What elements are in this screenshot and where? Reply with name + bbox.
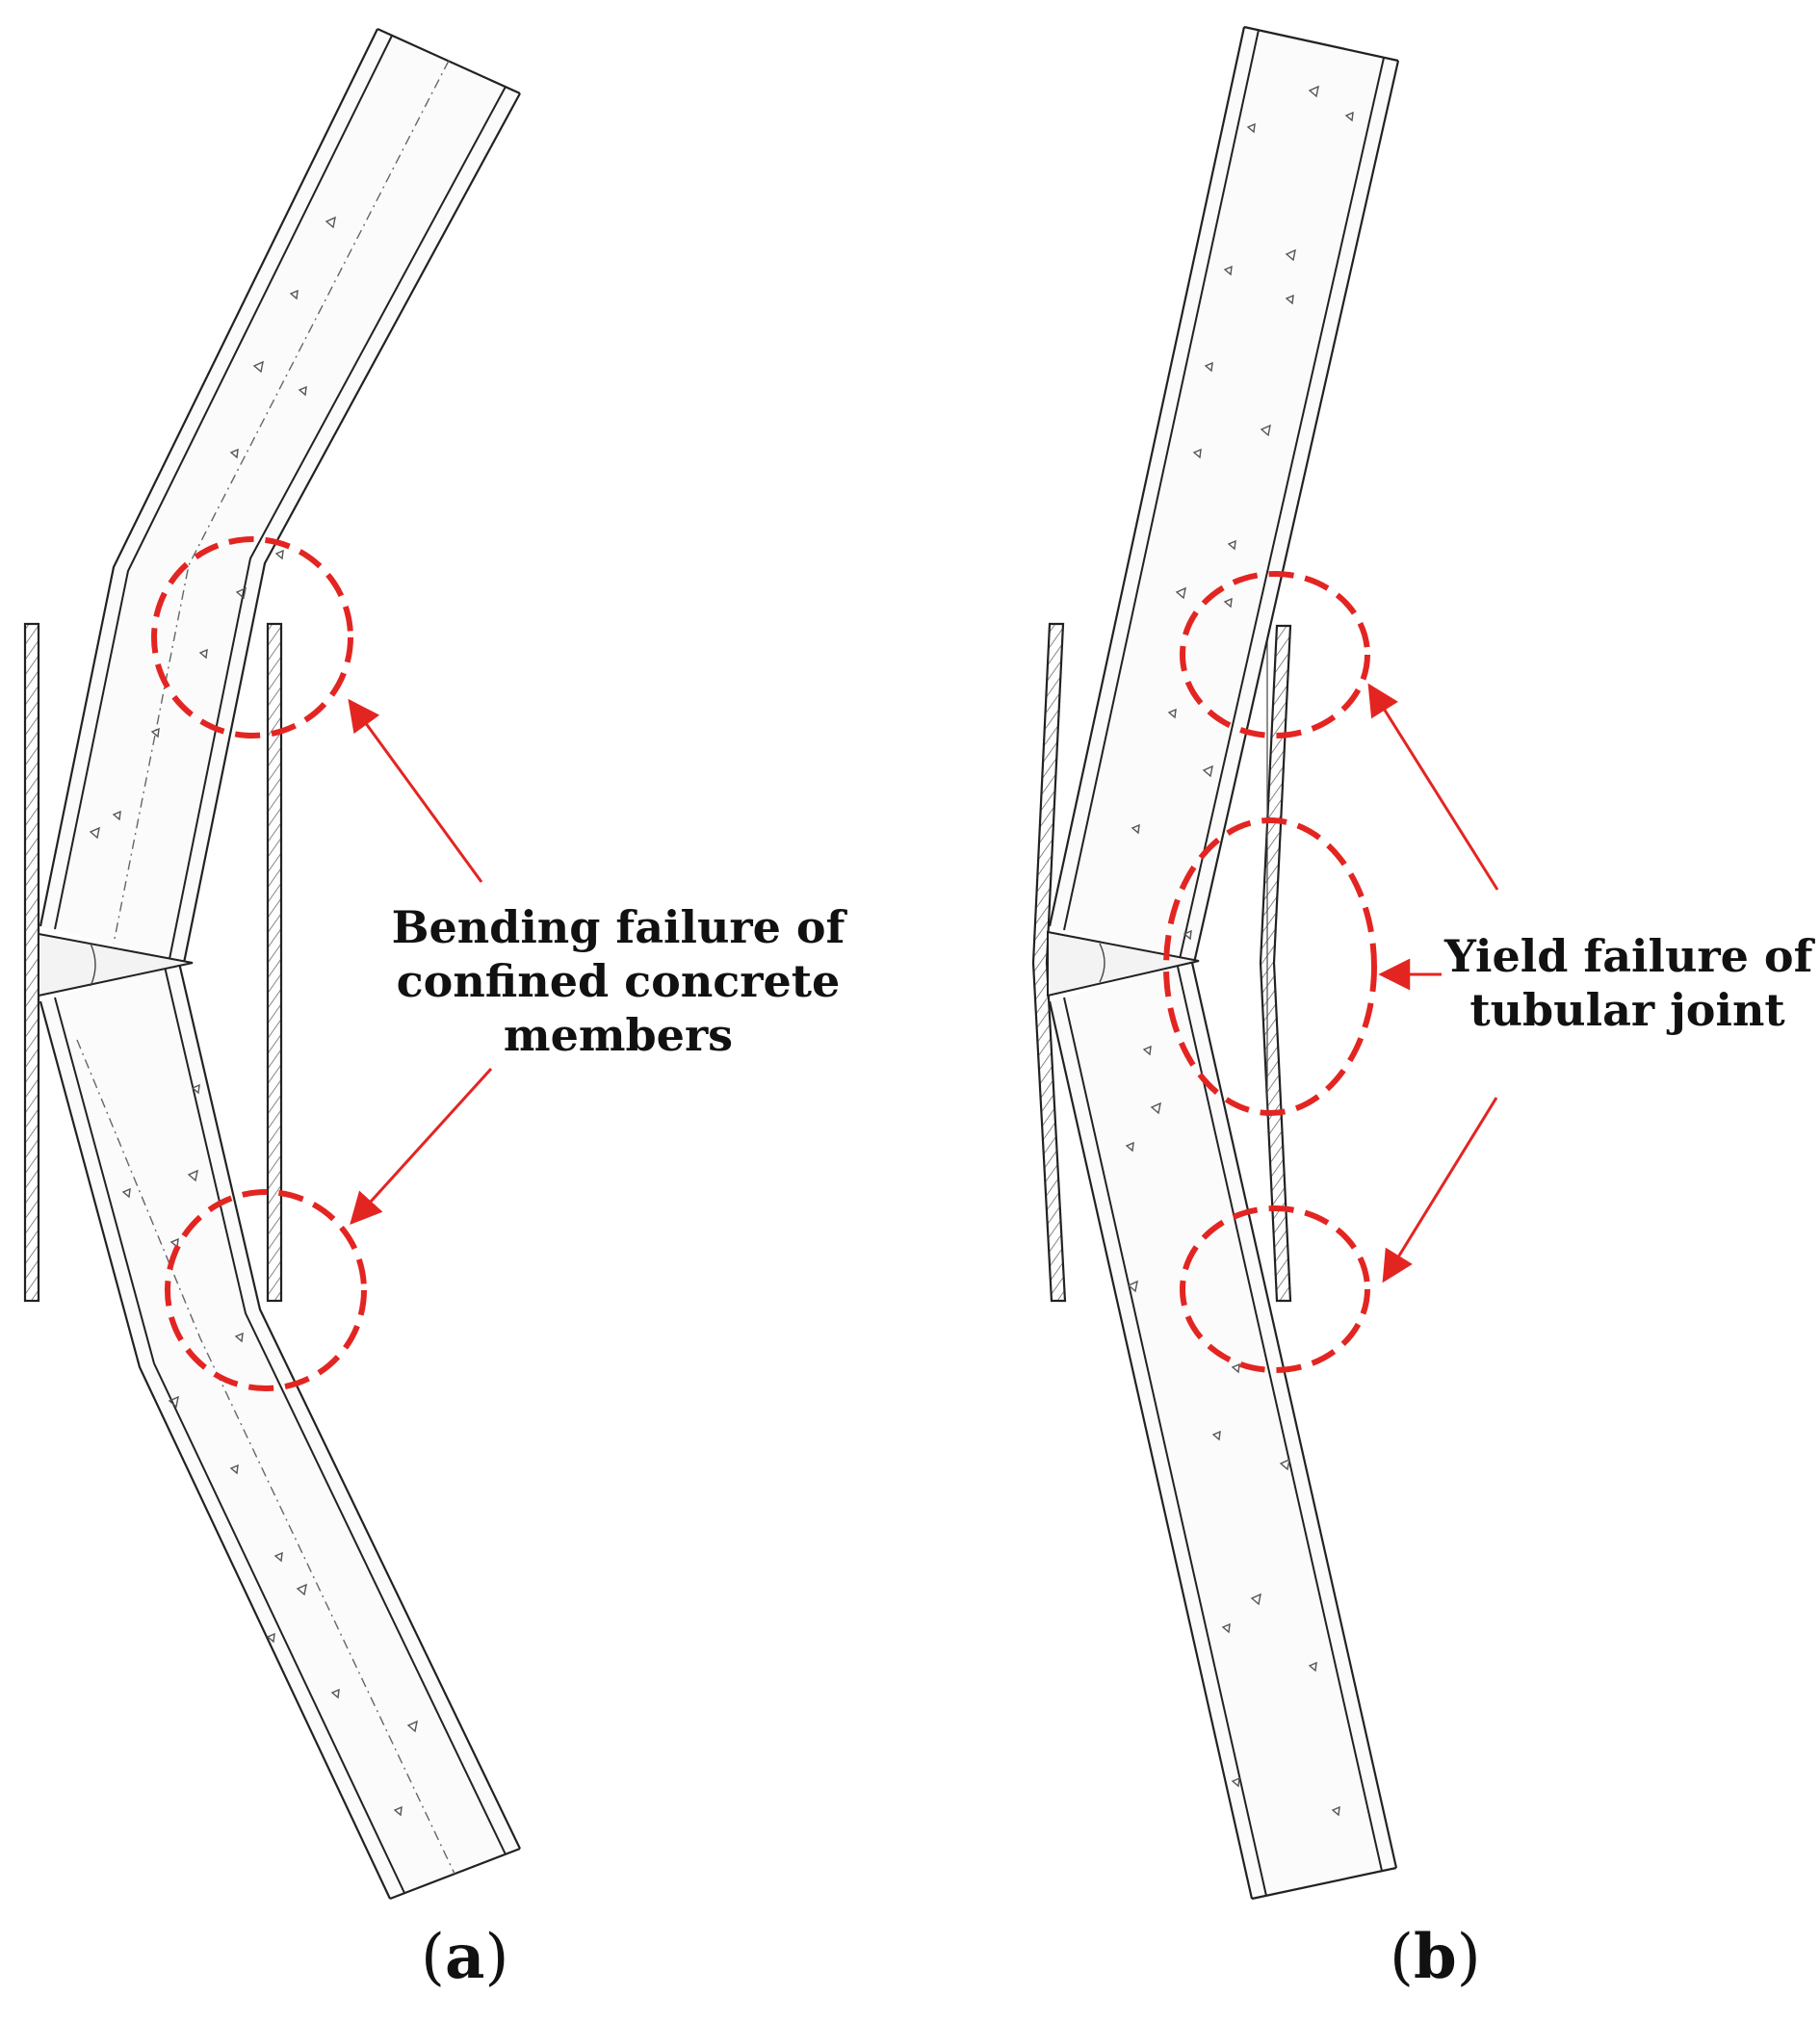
arrow-a-lower [350, 1067, 493, 1226]
panel-label-b-letter: b [1413, 1921, 1457, 1993]
panel-label-a: (a) [421, 1921, 509, 1993]
joint-gusset-a [38, 932, 194, 998]
annotation-b: Yield failure of tubular joint [1444, 929, 1813, 1037]
lower-brace-a [39, 962, 521, 1901]
joint-gusset-b [1047, 930, 1200, 998]
upper-brace-b [1048, 25, 1400, 964]
failure-ellipse-b-upper [1180, 571, 1370, 738]
panel-b-drawing [1031, 25, 1499, 1901]
arrow-b-lower [1382, 1097, 1498, 1283]
annotation-b-line-2: tubular joint [1469, 984, 1785, 1037]
chord-plate-left [23, 622, 40, 1303]
panel-a-drawing [23, 27, 521, 1901]
annotation-a-line-2: confined concrete [396, 955, 841, 1008]
upper-brace-a [39, 27, 521, 964]
arrow-a-upper [348, 698, 483, 883]
failure-ellipse-b-lower [1180, 1205, 1370, 1373]
chord-plate-right [266, 622, 283, 1303]
lower-brace-b [1048, 962, 1398, 1901]
failure-circle-a-upper [151, 536, 353, 738]
chord-plate-right-b [1259, 624, 1292, 1303]
panel-label-b: (b) [1390, 1921, 1481, 1993]
arrow-b-upper [1367, 683, 1499, 891]
failure-circle-a-lower [165, 1189, 367, 1391]
chord-plate-left-b [1031, 622, 1067, 1303]
panel-label-a-letter: a [444, 1921, 485, 1993]
aggregate-symbols-b [1125, 85, 1354, 1817]
annotation-a-line-1: Bending failure of [391, 901, 845, 953]
annotation-a-line-3: members [503, 1009, 734, 1062]
aggregate-symbols-a [89, 216, 418, 1817]
failure-ellipse-b-middle [1163, 817, 1377, 1116]
annotation-a: Bending failure of confined concrete mem… [387, 900, 849, 1062]
annotation-b-line-1: Yield failure of [1444, 930, 1813, 982]
